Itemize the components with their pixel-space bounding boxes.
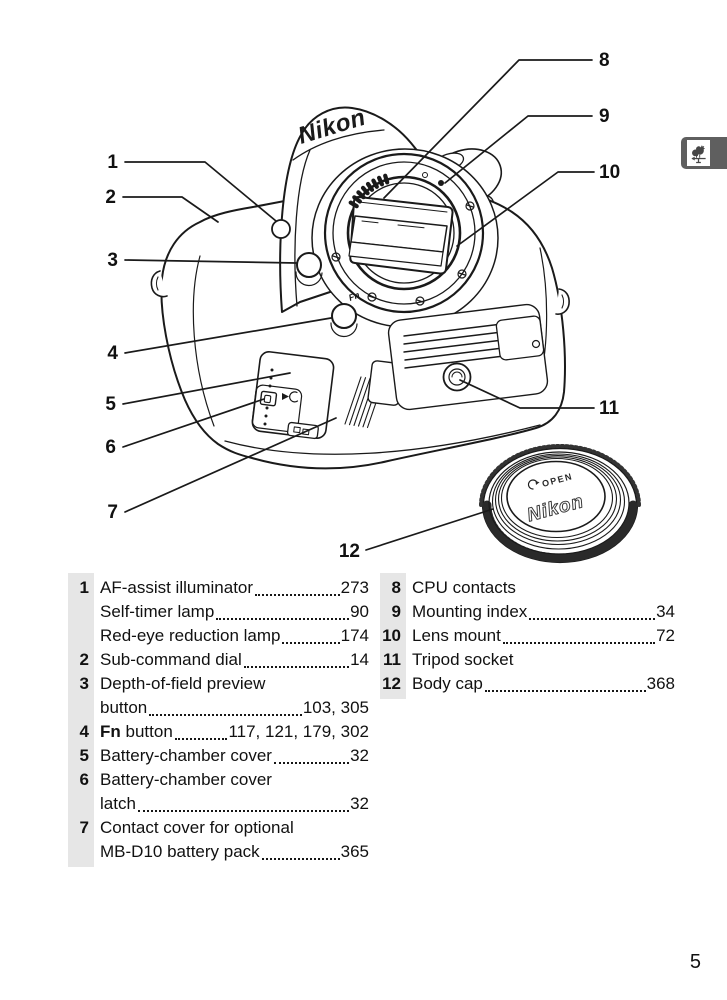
battery-chamber-latch	[259, 368, 299, 426]
leader-lines	[122, 59, 595, 551]
baseplate-crease	[224, 424, 541, 455]
weathervane-rooster-icon	[691, 145, 706, 164]
af-assist-lamp	[271, 219, 291, 239]
callout-11: 11	[599, 398, 620, 419]
callout-3: 3	[107, 250, 118, 271]
dof-preview-button	[295, 252, 323, 287]
callout-6: 6	[105, 437, 116, 458]
baseplate-latch	[286, 421, 319, 440]
strap-lug-right	[555, 288, 570, 315]
body-cap	[479, 444, 641, 564]
legend-number-strip	[68, 573, 94, 867]
mounting-index-dot	[438, 180, 444, 186]
tripod-panel	[387, 303, 549, 411]
strap-lug-left	[150, 270, 168, 298]
callout-2: 2	[105, 187, 116, 208]
mount-screws	[331, 201, 475, 306]
fn-button-label: Fn	[347, 290, 361, 303]
cpu-contacts	[348, 173, 390, 209]
camera-front-diagram: Nikon	[105, 50, 641, 564]
chapter-icon-box	[687, 140, 710, 166]
callout-8: 8	[599, 50, 610, 71]
callout-5: 5	[105, 394, 116, 415]
open-direction-arrow-icon	[527, 479, 538, 490]
callout-10: 10	[599, 162, 620, 183]
callout-7: 7	[107, 502, 118, 523]
legend-number-strip	[380, 573, 406, 699]
callout-9: 9	[599, 106, 610, 127]
callout-12: 12	[339, 541, 360, 562]
callout-4: 4	[107, 343, 118, 364]
chapter-tab	[681, 137, 727, 169]
callout-1: 1	[107, 152, 118, 173]
fn-button	[330, 303, 358, 338]
mirror-box	[348, 195, 454, 275]
grip-crease	[192, 255, 215, 427]
mount-pin	[422, 172, 428, 178]
page-number: 5	[689, 951, 701, 973]
